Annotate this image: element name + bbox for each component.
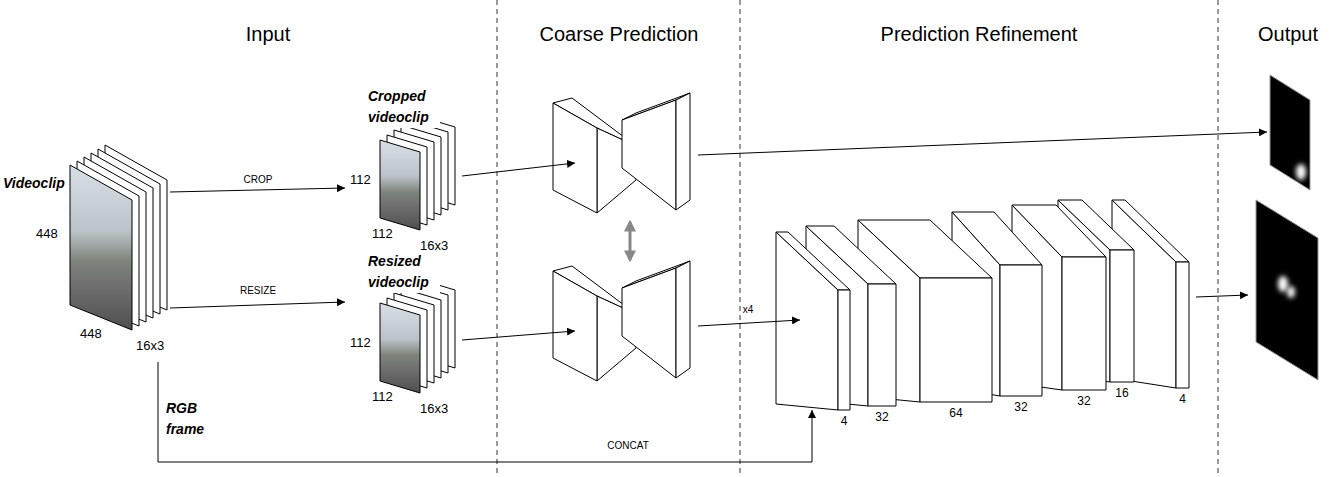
clip-title: Cropped videoclip [368,86,440,128]
layer-front [920,278,992,402]
channel-count: 64 [949,406,962,420]
clip-frame-image [70,165,132,330]
edge-label: RESIZE [240,285,276,297]
clip-title: Videoclip [3,173,65,194]
input-label: RGB frame [166,398,218,440]
feature-layer: 4 [776,232,850,410]
shared-weights-arrow [629,222,632,260]
multiplier-label: x4 [743,304,754,316]
layer-front [1110,250,1134,382]
clip-volume: Resized videoclip 112 112 16x3 [345,248,460,420]
decoder-block [676,261,690,378]
decoder-block [622,100,676,210]
section-divider [1218,0,1219,477]
section-divider [740,0,741,477]
encoder-block [553,103,597,213]
section-heading: Coarse Prediction [540,22,699,46]
flow-arrow [698,132,1267,155]
section-divider [497,0,498,477]
dimension-label: 112 [350,172,371,188]
dimension-label: 16x3 [136,338,164,354]
saliency-blob [1287,286,1295,298]
decoder-block [622,268,676,378]
layer-front [1062,257,1106,390]
channel-count: 32 [1014,400,1027,414]
flow-arrow [462,163,575,176]
saliency-map [1270,75,1310,190]
connector [170,302,345,308]
edge-label: CROP [244,174,273,186]
layer-front [1176,262,1189,388]
clip-frame-image [380,303,420,393]
section-heading: Prediction Refinement [881,22,1078,46]
clip-volume: Cropped videoclip11211216x3 [345,84,460,256]
channel-count: 4 [1179,392,1186,406]
saliency-blob [1278,276,1288,292]
feature-layer: 32 [1012,205,1106,390]
feature-layer: 32 [806,226,896,406]
layer-front [838,290,850,410]
feature-layer: 16 [1058,200,1134,382]
dimension-label: 112 [372,389,393,405]
dimension-label: 112 [350,335,371,351]
feature-layer: 32 [952,212,1042,396]
dimension-label: 16x3 [420,401,448,417]
saliency-map [1256,200,1318,380]
feature-layer: 4 [1112,200,1189,388]
connector [170,188,345,192]
decoder-block [676,93,690,210]
clip-frame-image [380,140,420,230]
edge-label: CONCAT [607,440,648,452]
encoder-block [553,271,597,381]
dimension-label: 448 [80,326,102,342]
channel-count: 32 [875,410,888,424]
channel-count: 4 [841,414,848,428]
layer-front [868,284,896,406]
section-heading: Input [246,22,290,46]
saliency-blob [1296,164,1306,180]
flow-arrow [698,320,800,326]
connector [158,362,812,462]
channel-count: 32 [1077,394,1090,408]
dimension-label: 448 [36,226,58,242]
clip-volume: Videoclip 448 448 16x3 [5,140,170,362]
flow-arrow [1196,295,1248,297]
flow-arrow [462,331,575,340]
layer-top [776,232,850,290]
feature-layer: 64 [858,220,992,402]
channel-count: 16 [1115,386,1128,400]
layer-front [1000,265,1042,396]
clip-title: Resized videoclip [368,251,440,293]
dimension-label: 112 [372,226,393,242]
section-heading: Output [1258,22,1318,46]
